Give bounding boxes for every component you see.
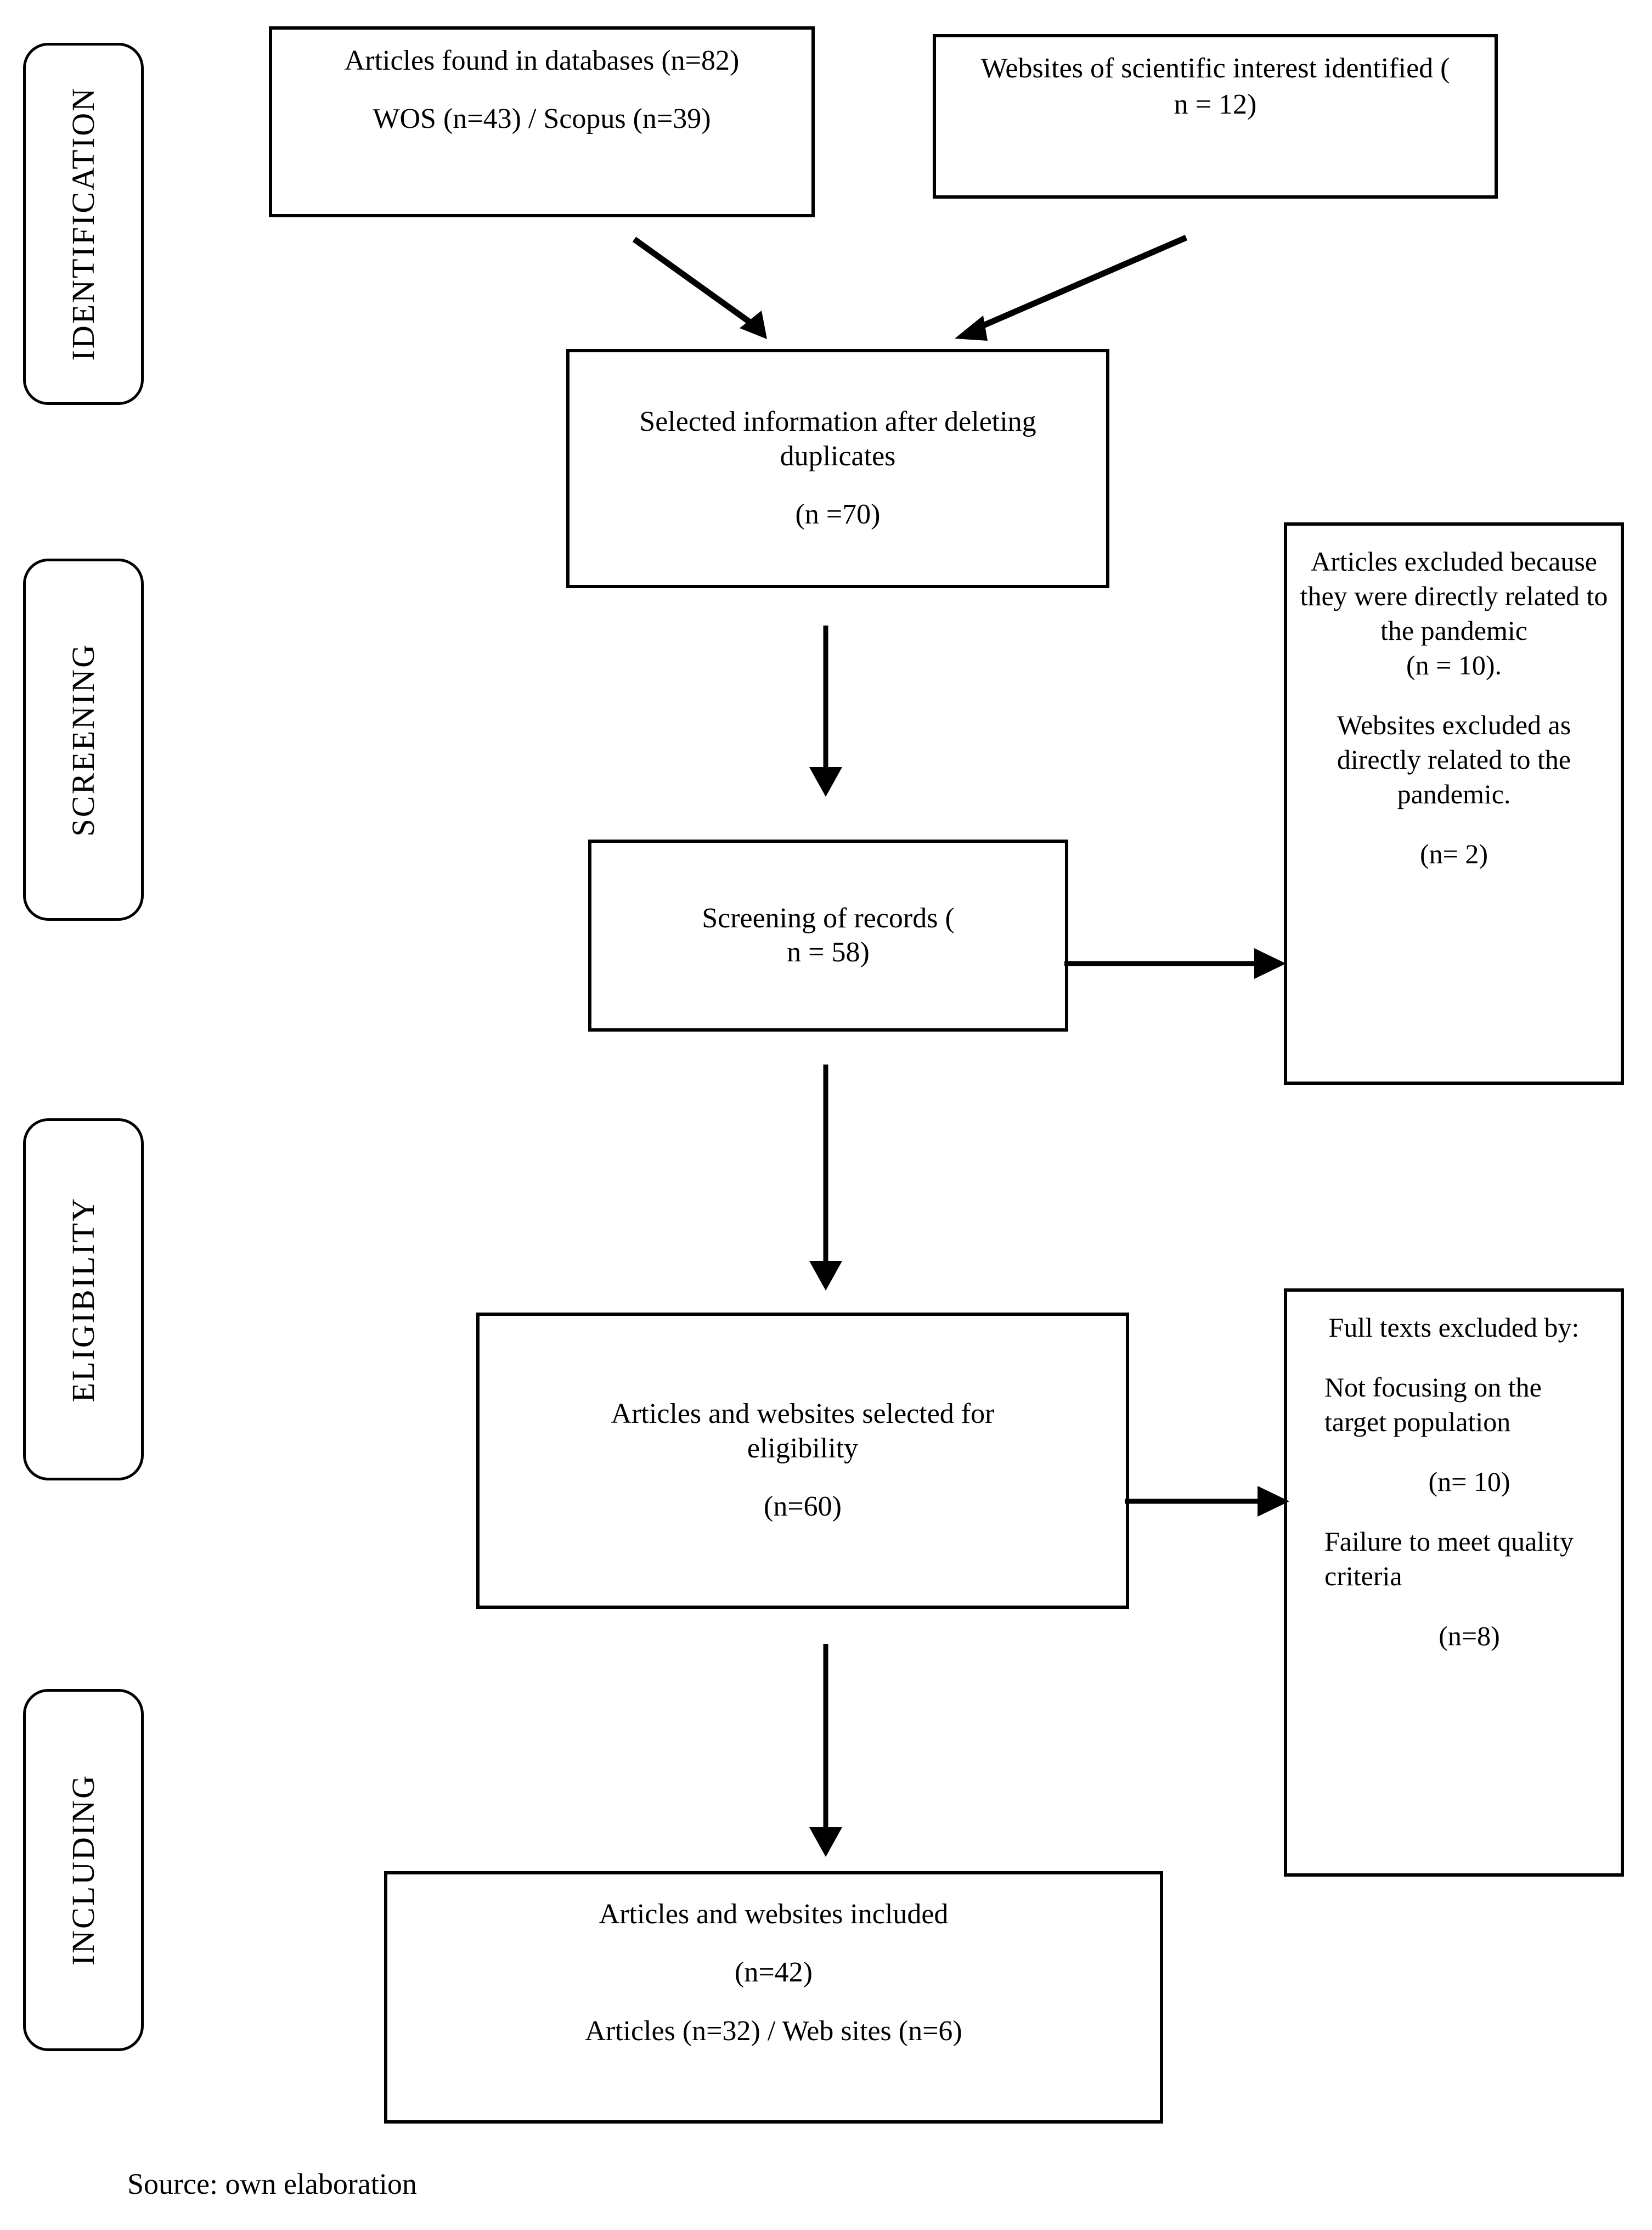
box-eligibility-line2: (n=60) <box>764 1491 842 1523</box>
box-databases-line2: WOS (n=43) / Scopus (n=39) <box>373 103 711 135</box>
box-excluded-fulltext-line5: (n=8) <box>1439 1620 1500 1651</box>
box-excluded-fulltext-line1: Full texts excluded by: <box>1328 1312 1580 1343</box>
box-full-texts-excluded: Full texts excluded by: Not focusing on … <box>1284 1288 1624 1877</box>
box-excluded-fulltext-line3: (n= 10) <box>1428 1466 1510 1497</box>
box-included-line2: (n=42) <box>735 1957 813 1989</box>
box-eligibility-line1: Articles and websites selected for eligi… <box>611 1398 995 1464</box>
box-excluded-fulltext-line4: Failure to meet quality criteria <box>1324 1526 1574 1591</box>
figure-source-caption: Source: own elaboration <box>127 2167 417 2200</box>
box-excluded-screening-line2: Websites excluded as directly related to… <box>1337 709 1571 809</box>
box-excluded-screening-line1: Articles excluded because they were dire… <box>1300 546 1608 680</box>
box-websites-line1: Websites of scientific interest identifi… <box>980 53 1450 84</box>
box-selected-for-eligibility: Articles and websites selected for eligi… <box>476 1313 1129 1609</box>
box-selected-after-duplicates: Selected information after deleting dupl… <box>566 349 1109 588</box>
connector-eligibility-to-included <box>807 1644 845 1863</box>
stage-label-eligibility: ELIGIBILITY <box>65 1196 101 1403</box>
connector-duplicates-to-screening <box>807 626 845 801</box>
box-websites-identified: Websites of scientific interest identifi… <box>933 34 1498 199</box>
stage-pill-including: INCLUDING <box>23 1689 144 2051</box>
box-duplicates-line1: Selected information after deleting dupl… <box>639 406 1036 472</box>
stage-pill-identification: IDENTIFICATION <box>23 43 144 405</box>
box-screening-line1: Screening of records ( n = 58) <box>702 902 955 968</box>
stage-pill-screening: SCREENING <box>23 559 144 921</box>
box-excluded-fulltext-line2: Not focusing on the target population <box>1324 1372 1542 1437</box>
box-duplicates-line2: (n =70) <box>795 499 881 531</box>
connector-websites-to-duplicates <box>933 233 1191 354</box>
stage-label-screening: SCREENING <box>65 643 101 837</box>
connector-databases-to-duplicates <box>631 236 796 351</box>
connector-eligibility-to-excluded-fulltext <box>1125 1482 1293 1521</box>
box-included-line3: Articles (n=32) / Web sites (n=6) <box>585 2015 962 2047</box>
box-articles-excluded-pandemic: Articles excluded because they were dire… <box>1284 522 1624 1085</box>
box-included-line1: Articles and websites included <box>599 1899 949 1930</box>
box-excluded-screening-line3: (n= 2) <box>1420 838 1488 869</box>
connector-screening-to-excluded <box>1064 944 1290 983</box>
box-articles-found-in-databases: Articles found in databases (n=82) WOS (… <box>269 26 815 217</box>
box-websites-line2: n = 12) <box>1174 89 1257 121</box>
stage-pill-eligibility: ELIGIBILITY <box>23 1118 144 1480</box>
box-screening-of-records: Screening of records ( n = 58) <box>588 840 1068 1032</box>
box-articles-and-websites-included: Articles and websites included (n=42) Ar… <box>384 1871 1163 2124</box>
connector-screening-to-eligibility <box>807 1065 845 1295</box>
box-databases-line1: Articles found in databases (n=82) <box>344 45 740 76</box>
stage-label-including: INCLUDING <box>65 1774 101 1966</box>
stage-label-identification: IDENTIFICATION <box>65 87 101 361</box>
